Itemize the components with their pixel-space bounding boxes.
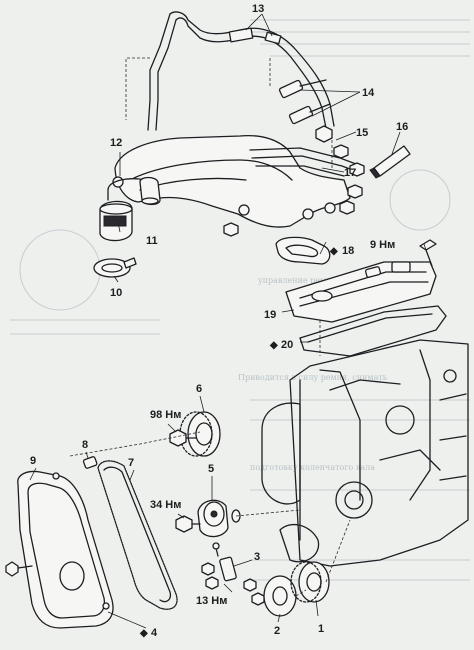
callout-2: 2 (274, 625, 280, 637)
key-marker-diamond: ◆ (139, 628, 148, 639)
callout-8: 8 (82, 439, 88, 451)
callout-1: 1 (318, 623, 324, 635)
hose-part (369, 145, 411, 179)
callout-19: 19 (264, 309, 276, 321)
wiring-harness-part (125, 11, 335, 131)
leader-lines (29, 13, 427, 629)
tensioner-pulley-part (197, 499, 241, 538)
callout-12: 12 (110, 137, 122, 149)
timing-belt-cover-part (17, 470, 114, 629)
intake-pipe-assembly (99, 125, 365, 242)
cover-bolt-part (5, 561, 33, 577)
callout-98nm-torque: 98 Нм (150, 409, 181, 421)
callout-14: 14 (362, 87, 375, 99)
camshaft-bolt-part (169, 429, 197, 447)
key-marker-diamond: ◆ (329, 246, 338, 257)
callout-15: 15 (356, 127, 368, 139)
callout-4: 4 (151, 627, 158, 639)
callout-9: 9 (30, 455, 36, 467)
tensioner-bolt-part (175, 515, 201, 533)
electrical-connectors-part (278, 79, 331, 125)
callout-10: 10 (110, 287, 122, 299)
callout-4-group: ◆ 4 (139, 627, 158, 639)
callout-13: 13 (252, 3, 264, 15)
background-line: Приводится в силу ремня, снимать (238, 373, 388, 382)
callout-3: 3 (254, 551, 260, 563)
callout-9nm-torque: 9 Нм (370, 239, 395, 251)
tensioner-spring-part (212, 542, 237, 582)
callout-17: 17 (344, 167, 356, 179)
callout-20-group: ◆ 20 (269, 339, 293, 351)
background-line: подготовку коленчатого вала (250, 463, 375, 472)
callout-16: 16 (396, 121, 408, 133)
idler-bolts-part (201, 562, 265, 606)
crank-guide-washer-part (263, 575, 297, 617)
callout-5: 5 (208, 463, 214, 475)
assembly-dashed-lines (69, 320, 351, 597)
callout-11: 11 (146, 235, 158, 247)
callout-13nm-torque: 13 Нм (196, 595, 227, 607)
valve-cover-part (285, 261, 437, 323)
hose-clamp-part (93, 257, 137, 278)
timing-belt-part (97, 460, 178, 610)
callout-18-group: ◆ 18 (329, 245, 354, 257)
valve-cover-gasket-part (299, 305, 447, 357)
callout-7: 7 (128, 457, 134, 469)
key-part (82, 456, 98, 469)
callout-20: 20 (281, 339, 293, 351)
key-marker-diamond: ◆ (269, 340, 278, 351)
callout-labels: 13 14 15 16 17 12 11 10 ◆ 18 9 Нм 19 ◆ 2… (30, 3, 408, 639)
callout-6: 6 (196, 383, 202, 395)
callout-18: 18 (342, 245, 354, 257)
callout-34nm-torque: 34 Нм (150, 499, 181, 511)
manifold-gasket-part (275, 236, 331, 265)
crankshaft-pulley-part (290, 561, 330, 603)
